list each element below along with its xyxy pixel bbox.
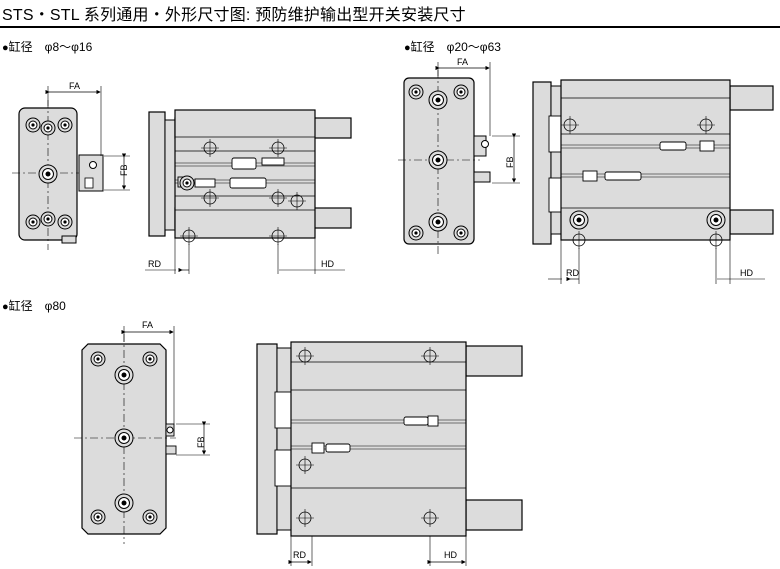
bore-range: φ8～φ16 — [44, 40, 93, 54]
front-view-small: FA FB — [12, 81, 130, 250]
bore-label: 缸径 — [410, 40, 435, 54]
fb-dimension-label: FB — [505, 156, 515, 168]
front-view-large: FA FB — [74, 320, 210, 544]
bore-label: 缸径 — [8, 299, 33, 313]
side-view-large: RD HD — [256, 341, 523, 566]
rd-dimension-label: RD — [566, 268, 579, 278]
fa-dimension-label: FA — [142, 320, 153, 330]
fb-dimension-label: FB — [119, 164, 129, 176]
section-heading-medium: ●缸径 φ20～φ63 — [404, 38, 501, 55]
hd-dimension-label: HD — [444, 550, 457, 560]
bullet-icon: ● — [404, 42, 411, 54]
section-heading-large: ●缸径 φ80 — [2, 297, 66, 314]
hd-dimension-label: HD — [321, 259, 334, 269]
bore-range: φ80 — [44, 299, 66, 313]
rd-dimension-label: RD — [148, 259, 161, 269]
bore-label: 缸径 — [8, 40, 33, 54]
bore-range: φ20～φ63 — [446, 40, 501, 54]
section-heading-small: ●缸径 φ8～φ16 — [2, 38, 92, 55]
title-underline — [0, 26, 780, 28]
fa-dimension-label: FA — [69, 81, 80, 91]
side-view-small: RD HD — [145, 109, 352, 274]
hd-dimension-label: HD — [740, 268, 753, 278]
front-view-medium: FA FB — [398, 57, 520, 254]
rd-dimension-label: RD — [293, 550, 306, 560]
bullet-icon: ● — [2, 42, 9, 54]
fb-dimension-label: FB — [196, 436, 206, 448]
side-view-medium: RD HD — [532, 79, 774, 284]
fa-dimension-label: FA — [457, 57, 468, 67]
page-title: STS・STL 系列通用・外形尺寸图: 预防维护输出型开关安装尺寸 — [2, 7, 466, 24]
bullet-icon: ● — [2, 301, 9, 313]
